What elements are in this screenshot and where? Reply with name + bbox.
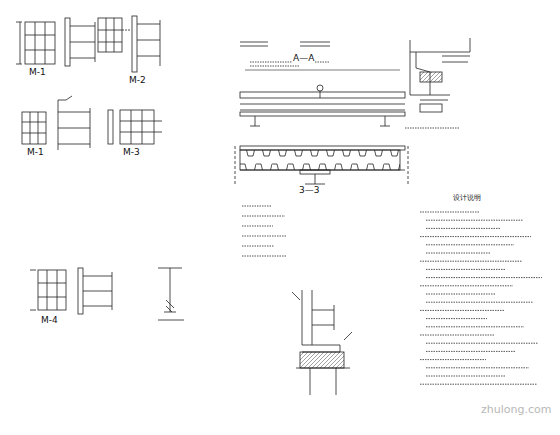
part-name: M-3 xyxy=(122,148,141,158)
note-line xyxy=(420,236,531,237)
part-name: M-2 xyxy=(128,76,147,86)
note-line xyxy=(426,220,523,221)
note-line xyxy=(420,212,480,213)
note-line xyxy=(420,261,522,262)
note-line xyxy=(426,244,514,245)
note-line xyxy=(420,310,504,311)
note-line xyxy=(426,367,529,368)
note-line xyxy=(420,384,537,385)
embed-plate xyxy=(98,16,160,72)
beam-elevation xyxy=(240,42,405,126)
note-line xyxy=(242,226,273,227)
note-line xyxy=(426,302,533,303)
note-line xyxy=(426,326,524,327)
note-line xyxy=(426,376,506,377)
part-name: M-4 xyxy=(40,316,59,326)
note-line xyxy=(426,228,500,229)
note-line xyxy=(242,256,287,257)
section-name: A—A xyxy=(292,54,315,64)
column-detail xyxy=(292,290,352,395)
note-line xyxy=(405,128,460,129)
note-line xyxy=(420,335,495,336)
note-line xyxy=(250,66,300,67)
note-line xyxy=(426,294,496,295)
note-line xyxy=(242,206,272,207)
embed-plate xyxy=(22,96,90,150)
deck-section xyxy=(235,146,408,184)
section-name: 3—3 xyxy=(298,186,320,196)
notes-heading: 设计说明 xyxy=(452,195,482,203)
note-line xyxy=(242,246,274,247)
support-detail xyxy=(410,38,470,112)
note-line xyxy=(242,216,285,217)
note-line xyxy=(420,359,486,360)
note-line xyxy=(242,236,286,237)
note-line xyxy=(250,62,330,63)
part-name: M-1 xyxy=(28,68,47,78)
embed-plate xyxy=(30,268,112,314)
note-line xyxy=(426,343,538,344)
note-line xyxy=(426,269,505,270)
note-line xyxy=(426,351,515,352)
embed-plate xyxy=(16,18,95,66)
t-section xyxy=(158,268,184,320)
note-line xyxy=(426,318,487,319)
note-line xyxy=(426,253,491,254)
part-name: M-1 xyxy=(26,148,45,158)
watermark: zhulong.com xyxy=(480,404,552,416)
notes-text-lines xyxy=(242,62,542,384)
note-line xyxy=(420,285,513,286)
embed-plate xyxy=(108,110,162,144)
note-line xyxy=(426,277,542,278)
